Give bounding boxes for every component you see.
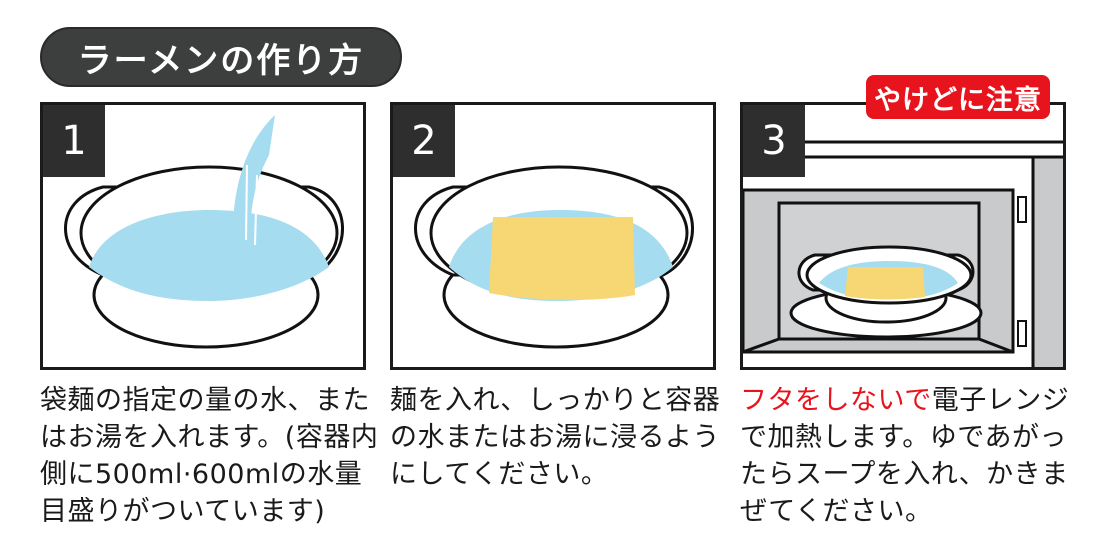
pot-noodles-illustration xyxy=(414,165,694,349)
step-number-badge: 2 xyxy=(393,105,455,177)
step-1-description: 袋麺の指定の量の水、またはお湯を入れます。(容器内側に500ml·600mlの水… xyxy=(40,385,379,527)
step-2-description: 麺を入れ、しっかりと容器の水またはお湯に浸るようにしてください。 xyxy=(390,385,721,490)
step-3-panel: 3 xyxy=(740,102,1066,370)
step-number-badge: 1 xyxy=(43,105,105,177)
no-lid-warning-text: フタをしないで xyxy=(740,385,932,416)
burn-warning-badge: やけどに注意 xyxy=(866,75,1050,119)
step-3-text: 電子レンジで加熱します。ゆであがったらスープを入れ、かきまぜてください。 xyxy=(740,385,1070,527)
microwave-illustration xyxy=(743,140,1063,367)
pot-water-pouring-illustration xyxy=(64,115,344,349)
step-1-panel: 1 xyxy=(40,102,366,370)
step-3-description: フタをしないで電子レンジで加熱します。ゆであがったらスープを入れ、かきまぜてくだ… xyxy=(740,382,1080,530)
step-number-badge: 3 xyxy=(743,105,805,177)
step-2-panel: 2 xyxy=(390,102,716,370)
page-title: ラーメンの作り方 xyxy=(40,27,402,87)
page-title-text: ラーメンの作り方 xyxy=(77,40,365,81)
